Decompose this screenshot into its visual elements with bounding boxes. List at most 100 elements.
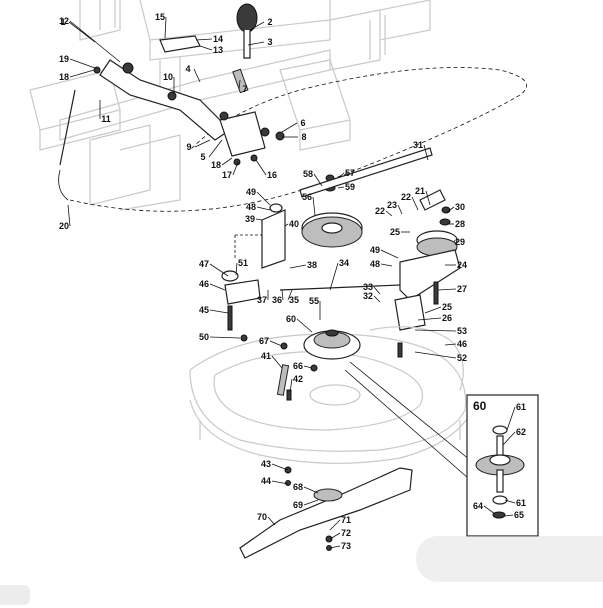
callout-label: 4 bbox=[185, 64, 190, 74]
callout-leader bbox=[271, 480, 289, 485]
callout-leader bbox=[69, 20, 121, 63]
callout-label: 3 bbox=[267, 37, 272, 47]
callout-leader bbox=[164, 16, 167, 39]
center-pulley-group bbox=[279, 147, 433, 291]
inset-leader-lower bbox=[344, 369, 469, 479]
faded-corner-tag bbox=[0, 585, 30, 605]
callout-leader bbox=[195, 38, 213, 41]
callout-label: 35 bbox=[289, 295, 299, 305]
callout-label: 16 bbox=[267, 170, 277, 180]
callout-label: 17 bbox=[222, 170, 232, 180]
inset-leader-upper bbox=[349, 361, 471, 461]
callout-label: 32 bbox=[363, 291, 373, 301]
callout-label: 58 bbox=[303, 169, 313, 179]
callout-label: 21 bbox=[415, 186, 425, 196]
left-bracket-group bbox=[221, 203, 286, 331]
callout-label: 62 bbox=[516, 427, 526, 437]
callout-leader bbox=[256, 191, 271, 206]
callout-leader bbox=[209, 283, 226, 291]
callout-label: 53 bbox=[457, 326, 467, 336]
callout-leader bbox=[199, 45, 213, 51]
callout-leader bbox=[329, 262, 339, 291]
inset-60: 60 bbox=[466, 394, 539, 537]
callout-leader bbox=[289, 264, 307, 269]
callout-label: 14 bbox=[213, 34, 223, 44]
callout-leader bbox=[312, 196, 316, 216]
callout-label: 2 bbox=[267, 17, 272, 27]
callout-label: 61 bbox=[516, 498, 526, 508]
callout-label: 22 bbox=[375, 206, 385, 216]
callout-label: 18 bbox=[211, 160, 221, 170]
callout-leader bbox=[453, 239, 456, 243]
idler-arm bbox=[399, 249, 461, 301]
belt bbox=[299, 147, 433, 198]
callout-leader bbox=[296, 318, 313, 333]
callout-leader bbox=[423, 144, 429, 161]
callout-label: 24 bbox=[457, 260, 467, 270]
callout-label: 40 bbox=[289, 219, 299, 229]
callout-label: 64 bbox=[473, 501, 483, 511]
callout-label: 25 bbox=[390, 227, 400, 237]
callout-label: 68 bbox=[293, 482, 303, 492]
callout-label: 66 bbox=[293, 361, 303, 371]
callout-label: 10 bbox=[163, 72, 173, 82]
callout-leader bbox=[249, 21, 265, 31]
callout-label: 49 bbox=[246, 187, 256, 197]
callout-leader bbox=[209, 336, 241, 339]
callout-leader bbox=[411, 196, 419, 211]
callout-label: 71 bbox=[341, 515, 351, 525]
callout-leader bbox=[281, 122, 298, 133]
callout-leader bbox=[313, 173, 323, 187]
callout-leader bbox=[255, 218, 263, 221]
callout-leader bbox=[425, 190, 431, 206]
callout-leader bbox=[380, 249, 399, 259]
callout-leader bbox=[221, 157, 233, 166]
callout-label: 36 bbox=[272, 295, 282, 305]
callout-leader bbox=[194, 139, 211, 148]
callout-leader bbox=[235, 262, 238, 276]
callout-label: 46 bbox=[457, 339, 467, 349]
callout-leader bbox=[303, 486, 319, 494]
blade-adapter bbox=[313, 488, 343, 502]
callout-leader bbox=[238, 79, 241, 90]
callout-leader bbox=[380, 263, 393, 267]
idler-pulleys bbox=[394, 189, 461, 331]
callout-label: 69 bbox=[293, 500, 303, 510]
deck-hardware bbox=[240, 334, 403, 401]
callout-leader bbox=[373, 295, 381, 303]
spindle-on-deck bbox=[303, 329, 361, 360]
callout-leader bbox=[385, 210, 393, 217]
callout-leader bbox=[444, 343, 457, 346]
callout-leader bbox=[209, 263, 229, 277]
callout-leader bbox=[303, 365, 313, 369]
callout-label: 38 bbox=[307, 260, 317, 270]
bracket bbox=[261, 209, 286, 269]
callout-label: 27 bbox=[457, 284, 467, 294]
blade bbox=[239, 467, 413, 559]
callout-leader bbox=[329, 532, 341, 540]
callout-leader bbox=[69, 69, 95, 78]
callout-leader bbox=[502, 431, 516, 446]
callout-label: 25 bbox=[442, 302, 452, 312]
callout-leader bbox=[271, 463, 289, 471]
callout-label: 5 bbox=[200, 152, 205, 162]
callout-label: 59 bbox=[345, 182, 355, 192]
callout-label: 15 bbox=[155, 12, 165, 22]
callout-label: 45 bbox=[199, 305, 209, 315]
callout-label: 1 bbox=[60, 17, 65, 27]
lift-arm bbox=[99, 59, 231, 141]
callout-label: 43 bbox=[261, 459, 271, 469]
callout-label: 60 bbox=[286, 314, 296, 324]
support-plate bbox=[224, 279, 261, 305]
callout-leader bbox=[269, 340, 283, 347]
callout-label: 70 bbox=[257, 512, 267, 522]
callout-label: 49 bbox=[370, 245, 380, 255]
callout-label: 18 bbox=[59, 72, 69, 82]
spring bbox=[232, 68, 249, 94]
callout-label: 67 bbox=[259, 336, 269, 346]
callout-leader bbox=[337, 186, 345, 189]
callout-label: 7 bbox=[242, 84, 247, 94]
cable-end bbox=[58, 169, 69, 201]
